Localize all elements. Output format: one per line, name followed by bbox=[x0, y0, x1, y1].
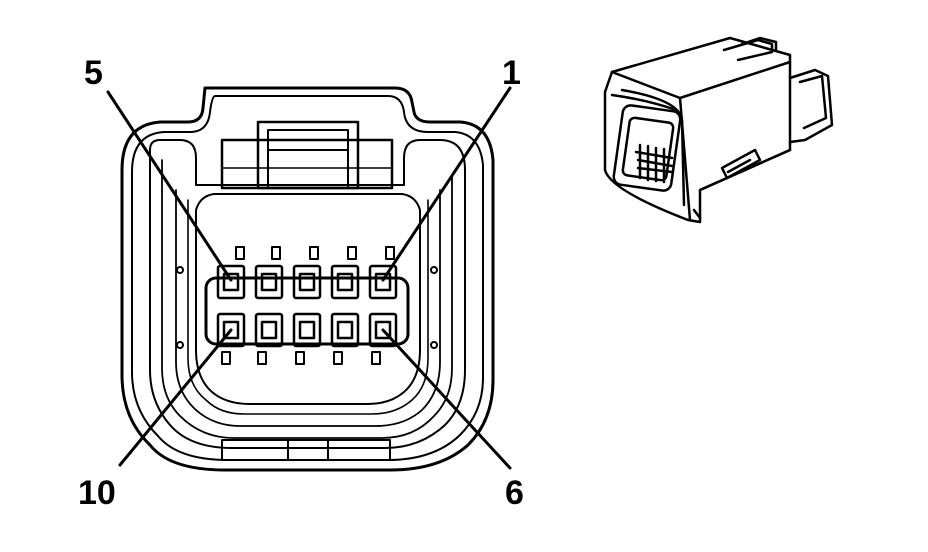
connector-housing bbox=[120, 86, 495, 472]
callout-label-pin-5: 5 bbox=[84, 54, 103, 92]
pin-4 bbox=[254, 246, 284, 300]
leader-1 bbox=[381, 86, 512, 282]
pin-10 bbox=[216, 312, 246, 365]
pin-1 bbox=[368, 246, 398, 300]
pin-9 bbox=[254, 312, 284, 365]
pin-cavity-block bbox=[204, 276, 410, 346]
pin-8 bbox=[292, 312, 322, 365]
callout-label-pin-1: 1 bbox=[502, 54, 521, 92]
pin-row-top bbox=[216, 246, 398, 300]
connector-perspective-view bbox=[603, 36, 834, 224]
pin-2 bbox=[330, 246, 360, 300]
pin-6 bbox=[368, 312, 398, 365]
leader-6 bbox=[381, 328, 512, 470]
callout-label-pin-6: 6 bbox=[505, 474, 524, 512]
leader-5 bbox=[106, 90, 233, 282]
callout-label-pin-10: 10 bbox=[78, 474, 116, 512]
callout-leader-lines bbox=[106, 86, 512, 470]
pin-7 bbox=[330, 312, 360, 365]
pin-row-bottom bbox=[216, 312, 398, 365]
pin-5 bbox=[216, 246, 246, 300]
leader-10 bbox=[118, 328, 233, 467]
pin-3 bbox=[292, 246, 322, 300]
